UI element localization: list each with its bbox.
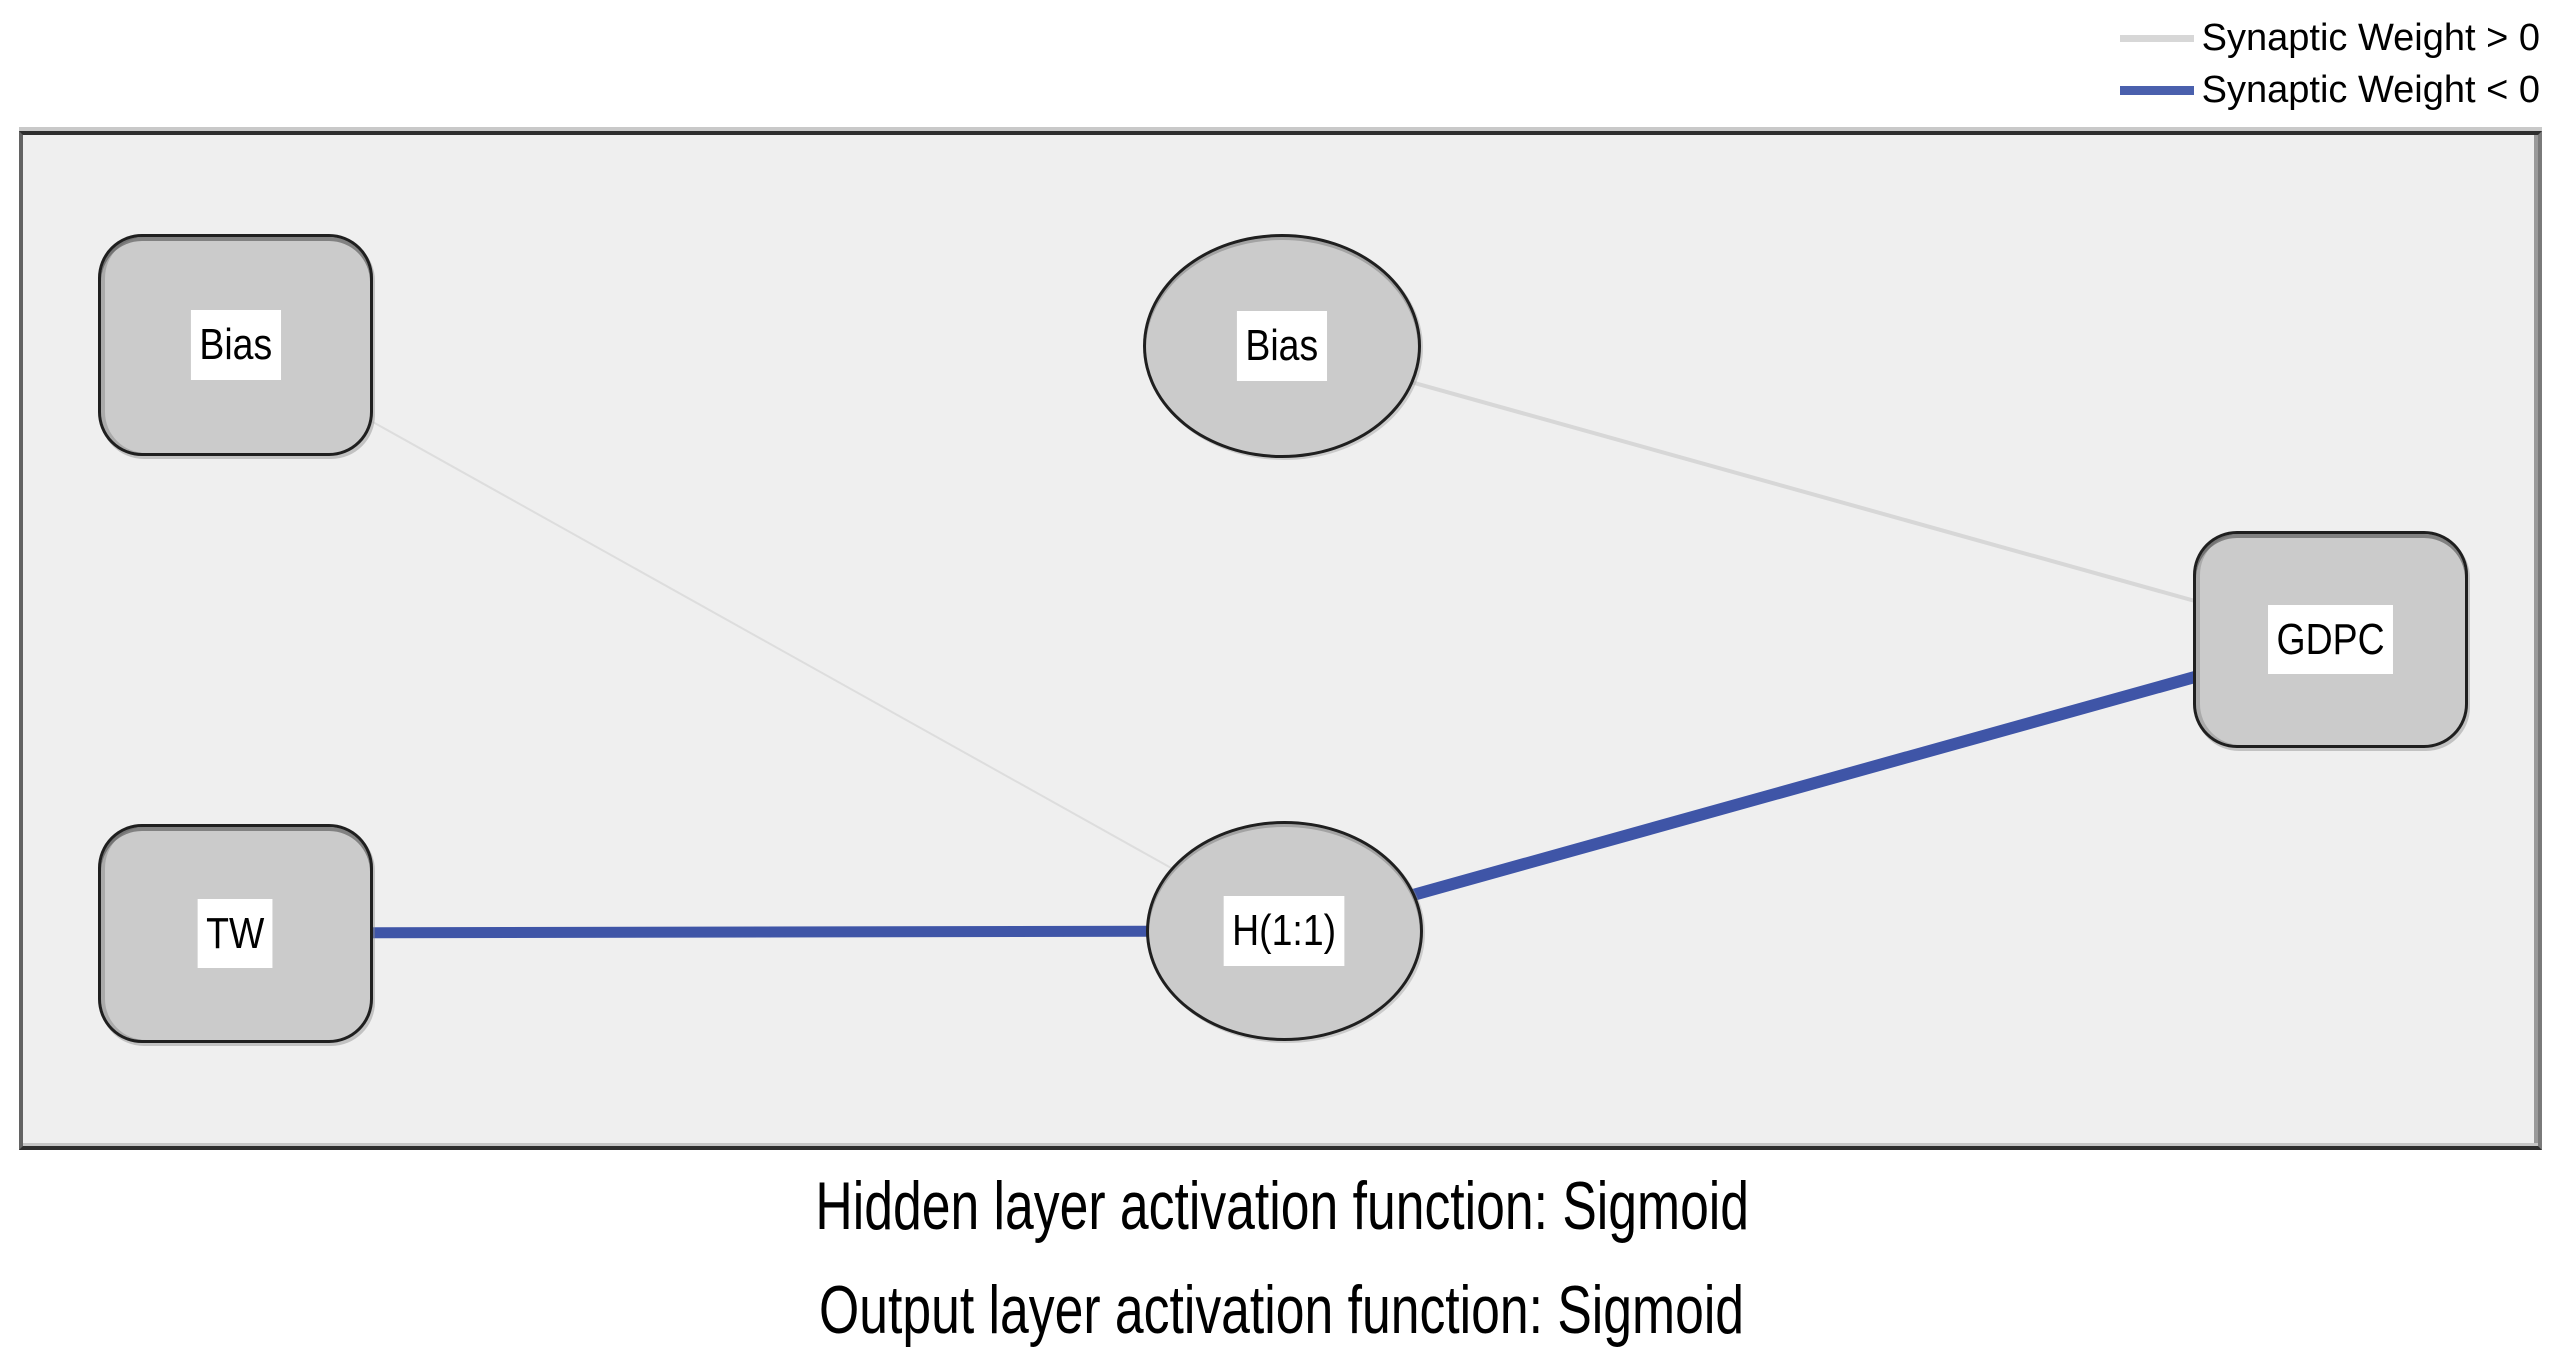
node-bias-hidden-label: Bias (1237, 311, 1327, 381)
hidden-layer-activation-text: Hidden layer activation function: Sigmoi… (815, 1168, 1749, 1244)
legend-label-negative: Synaptic Weight < 0 (2201, 69, 2540, 111)
node-gdpc: GDPC (2193, 531, 2468, 748)
node-tw-label: TW (197, 898, 274, 969)
output-layer-activation-caption: Output layer activation function: Sigmoi… (0, 1276, 2564, 1344)
node-tw: TW (98, 824, 373, 1043)
legend-item-positive: Synaptic Weight > 0 (2119, 12, 2540, 64)
connections-layer (234, 344, 2333, 939)
legend-label-positive: Synaptic Weight > 0 (2201, 17, 2540, 59)
node-h11-label: H(1:1) (1224, 896, 1345, 966)
network-panel: Bias TW Bias H(1:1) GDPC (19, 131, 2542, 1150)
negative-weight-line-swatch (2119, 85, 2194, 95)
connection-h11-to-gdpc-negative (1282, 633, 2333, 937)
synaptic-weight-legend: Synaptic Weight > 0 Synaptic Weight < 0 (2119, 12, 2540, 116)
connection-bias-hidden-to-gdpc-positive (1281, 344, 2332, 641)
node-h11: H(1:1) (1146, 821, 1423, 1041)
legend-item-negative: Synaptic Weight < 0 (2119, 64, 2540, 116)
node-gdpc-label: GDPC (2267, 604, 2394, 675)
node-bias-hidden: Bias (1143, 234, 1421, 458)
node-bias-input-label: Bias (190, 310, 281, 380)
connection-tw-to-h11-negative (234, 925, 1285, 939)
node-bias-input: Bias (98, 234, 373, 456)
hidden-layer-activation-caption: Hidden layer activation function: Sigmoi… (0, 1172, 2564, 1240)
positive-weight-line-swatch (2119, 34, 2194, 42)
output-layer-activation-text: Output layer activation function: Sigmoi… (819, 1272, 1745, 1348)
connection-bias-input-to-h11-positive (234, 344, 1285, 932)
